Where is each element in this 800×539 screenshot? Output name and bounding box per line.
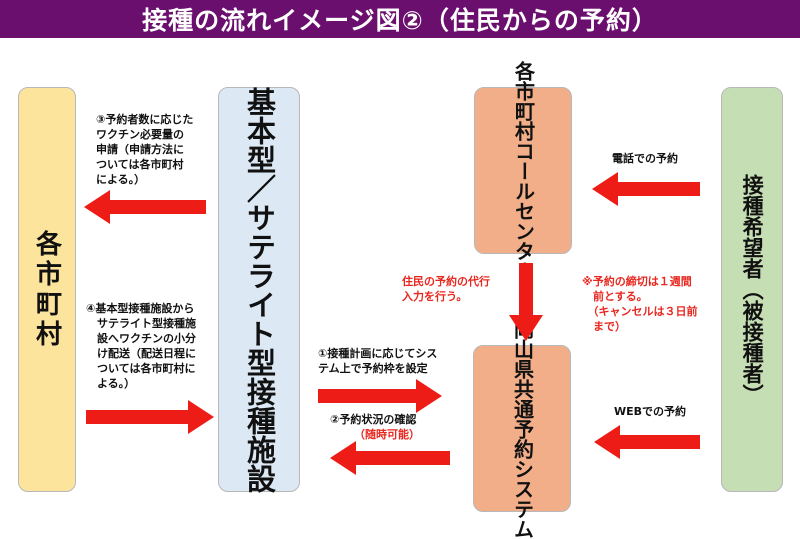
arrow-status-to-facility	[330, 441, 450, 475]
arrow-distribution-to-facility	[86, 400, 214, 434]
call-center-label: 各市町村コールセンター	[511, 60, 536, 281]
okayama-booking-system-box: 岡山県共通予約システム	[473, 319, 571, 539]
applicant-box: 接種希望者（被接種者）	[721, 87, 783, 492]
base-satellite-facility-label: 基本型／サテライト型接種施設	[242, 86, 277, 493]
arrow-call-center-to-system	[509, 263, 543, 341]
proxy-entry-note: 住民の予約の代行 入力を行う。	[402, 275, 490, 303]
arrow-plan-slots-to-system	[318, 379, 442, 413]
base-satellite-facility-box: 基本型／サテライト型接種施設	[218, 86, 300, 493]
arrow-phone-booking-to-call-center	[592, 172, 700, 206]
anytime-note: （随時可能）	[354, 428, 420, 441]
deadline-note: ※予約の締切は１週間 前とする。 （キャンセルは３日前 まで）	[582, 275, 698, 333]
page-title: 接種の流れイメージ図②（住民からの予約）	[142, 6, 658, 35]
okayama-booking-system-label: 岡山県共通予約システム	[510, 318, 535, 539]
check-status-note: ②予約状況の確認	[330, 413, 417, 426]
arrow-request-to-municipality	[84, 190, 206, 224]
applicant-label: 接種希望者（被接種者）	[740, 174, 765, 405]
phone-booking-label: 電話での予約	[612, 152, 678, 165]
plan-slots-note: ①接種計画に応じてシス テム上で予約枠を設定	[318, 347, 438, 375]
title-bar: 接種の流れイメージ図②（住民からの予約）	[0, 0, 800, 38]
arrow-web-booking-to-system	[594, 425, 700, 459]
web-booking-label: WEBでの予約	[614, 405, 687, 418]
municipality-box: 各市町村	[18, 87, 76, 492]
distribution-note: ④基本型接種施設から サテライト型接種施 設へワクチンの小分 け配送（配送日程に…	[86, 302, 196, 390]
call-center-box: 各市町村コールセンター	[474, 61, 572, 281]
request-note: ③予約者数に応じた ワクチン必要量の 申請（申請方法に ついては各市町村 による…	[96, 113, 194, 186]
municipality-label: 各市町村	[31, 229, 62, 350]
